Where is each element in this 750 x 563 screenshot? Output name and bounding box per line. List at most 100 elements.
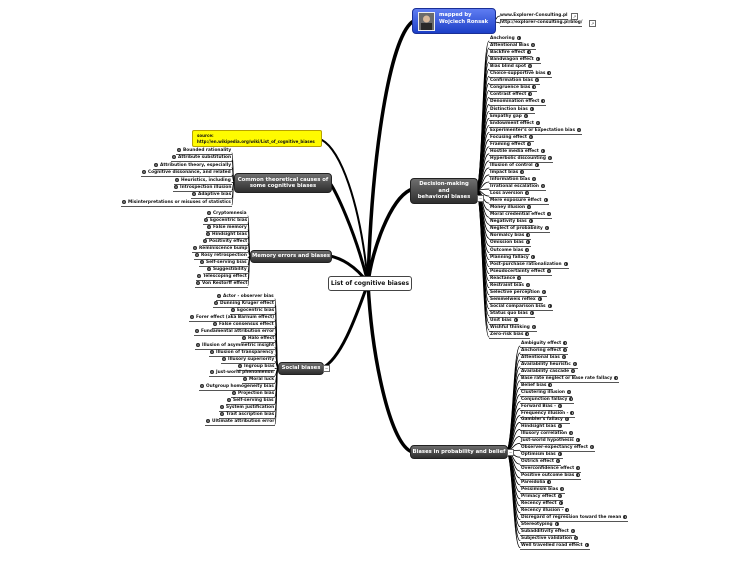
info-icon[interactable]: i [584,542,589,547]
info-icon[interactable]: i [534,78,539,83]
info-icon[interactable]: i [206,419,210,424]
info-icon[interactable]: i [528,64,532,69]
info-icon[interactable]: i [196,280,200,285]
info-icon[interactable]: i [563,341,568,345]
info-icon[interactable]: i [207,266,211,271]
info-icon[interactable]: i [528,92,533,97]
info-icon[interactable]: i [574,535,579,540]
info-icon[interactable]: i [530,254,535,259]
info-icon[interactable]: i [175,177,179,182]
info-icon[interactable]: i [557,452,562,457]
info-icon[interactable]: i [623,514,628,519]
info-icon[interactable]: i [203,238,207,243]
info-icon[interactable]: i [569,431,574,436]
info-icon[interactable]: i [589,445,594,450]
info-icon[interactable]: i [520,169,525,174]
probability-leaf[interactable]: Recency illusion -i [520,507,571,515]
info-icon[interactable]: i [540,184,545,189]
info-icon[interactable]: i [142,170,146,175]
info-icon[interactable]: i [576,473,581,478]
info-icon[interactable]: i [525,247,530,252]
info-icon[interactable]: i [537,296,542,301]
info-icon[interactable]: i [563,261,568,266]
info-icon[interactable]: i [554,521,559,526]
info-icon[interactable]: i [557,493,562,498]
probability-leaf[interactable]: Forward Bias -i [520,403,563,411]
info-icon[interactable]: i [532,85,537,90]
info-icon[interactable]: i [122,199,126,204]
external-link-icon[interactable]: ↗ [571,13,578,20]
link-explorer-consulting[interactable]: www.Explorer-Consulting.pl [500,13,568,20]
info-icon[interactable]: i [523,113,528,118]
info-icon[interactable]: i [220,412,224,417]
info-icon[interactable]: i [204,217,208,222]
info-icon[interactable]: i [195,252,199,257]
info-icon[interactable]: i [571,368,576,373]
info-icon[interactable]: i [177,148,181,152]
info-icon[interactable]: i [557,424,562,429]
info-icon[interactable]: i [222,356,226,361]
probability-leaf[interactable]: Frequency illusion -i [520,410,576,418]
info-icon[interactable]: i [213,321,217,326]
info-icon[interactable]: i [196,342,200,347]
info-icon[interactable]: i [206,231,210,236]
info-icon[interactable]: i [531,43,536,48]
info-icon[interactable]: i [210,370,214,375]
info-icon[interactable]: i [192,192,196,197]
info-icon[interactable]: i [527,141,532,146]
info-icon[interactable]: i [200,384,204,389]
collapse-toggle-icon[interactable]: − [477,195,484,202]
info-icon[interactable]: i [575,438,580,443]
collapse-toggle-icon[interactable]: − [507,449,514,456]
info-icon[interactable]: i [547,480,552,484]
info-icon[interactable]: i [546,268,551,273]
info-icon[interactable]: i [513,318,518,322]
